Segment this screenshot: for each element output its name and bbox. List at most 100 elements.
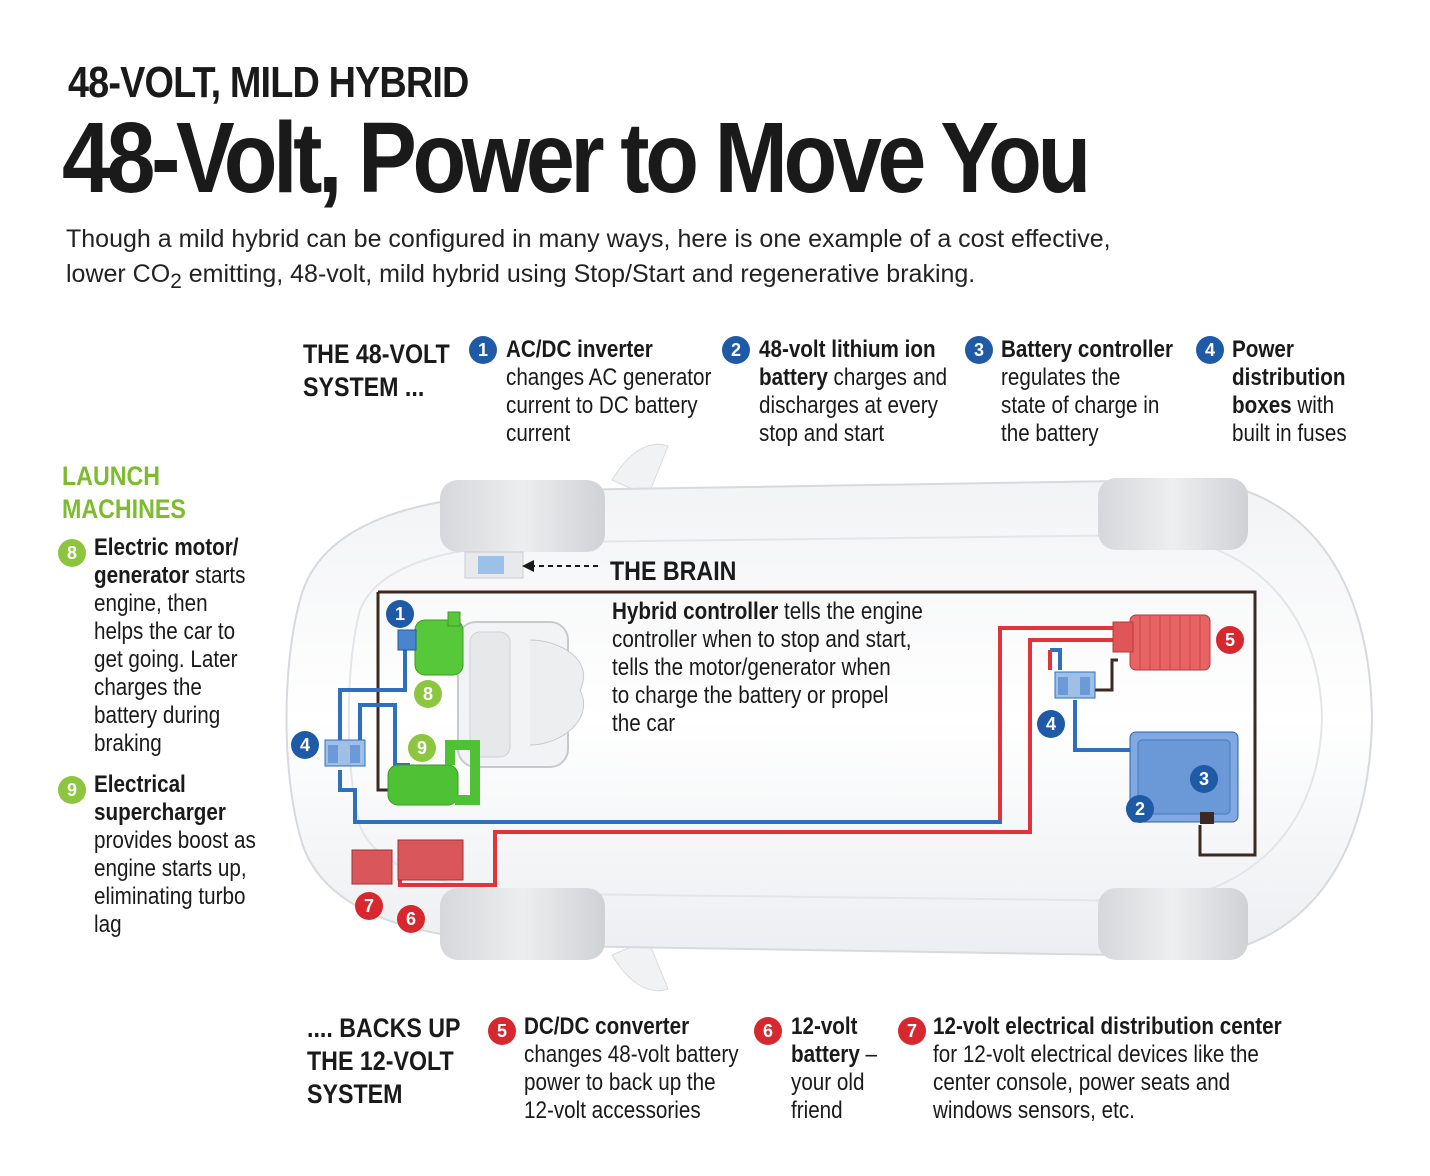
label-12v-battery: 12-volt battery – your old friend <box>791 1013 877 1125</box>
badge-1: 1 <box>469 336 497 364</box>
wire-12v-up <box>998 626 1118 820</box>
tire-rear-left <box>1098 478 1248 550</box>
label-12v-distribution-center: 12-volt electrical distribution center f… <box>933 1013 1282 1125</box>
motor-generator-cap <box>447 611 461 627</box>
label-2-line: discharges at every <box>759 392 938 419</box>
inverter <box>397 629 417 651</box>
label-4-title-c: boxes <box>1232 392 1292 419</box>
label-9-line: lag <box>94 911 122 938</box>
marker-8: 8 <box>414 680 442 708</box>
brain-heading: THE BRAIN <box>610 556 737 586</box>
label-8-line: battery during <box>94 702 221 729</box>
tire-front-right <box>440 888 605 960</box>
label-9-line: eliminating turbo <box>94 883 246 910</box>
label-9-line: provides boost as <box>94 827 256 854</box>
label-2-line: stop and start <box>759 420 885 447</box>
label-power-distribution: Power distribution boxes with built in f… <box>1232 336 1347 448</box>
section-12v-heading: .... BACKS UP THE 12-VOLT SYSTEM <box>307 1012 461 1111</box>
label-5-line: power to back up the <box>524 1069 716 1096</box>
section-48v-heading-line-2: SYSTEM ... <box>303 372 425 402</box>
tire-front-left <box>440 480 605 552</box>
label-6-rest: – <box>859 1041 878 1068</box>
brain-title: Hybrid controller <box>612 598 779 625</box>
label-9-title: Electrical <box>94 771 186 798</box>
wire-12v-main <box>398 638 1118 887</box>
engine-manifold <box>529 639 585 746</box>
badge-7: 7 <box>898 1017 926 1045</box>
supercharger-duct <box>445 740 480 805</box>
lithium-battery <box>1129 731 1239 824</box>
marker-7: 7 <box>355 892 383 920</box>
label-4-line: built in fuses <box>1232 420 1347 447</box>
control-wire-engine <box>376 590 522 792</box>
label-8-rest: starts <box>189 562 246 589</box>
label-8-title: Electric motor/ <box>94 534 239 561</box>
section-12v-heading-line-1: .... BACKS UP <box>307 1013 461 1043</box>
wire-48v-main <box>338 640 1002 824</box>
control-wire-converter <box>1085 658 1118 692</box>
label-6-title: 12-volt <box>791 1013 858 1040</box>
badge-5: 5 <box>488 1017 516 1045</box>
tire-rear-right <box>1098 888 1248 960</box>
section-12v-heading-line-2: THE 12-VOLT <box>307 1046 454 1076</box>
brain-line: the car <box>612 710 676 737</box>
dcdc-converter <box>1112 614 1211 671</box>
intro-text: Though a mild hybrid can be configured i… <box>66 222 1386 299</box>
label-8-line: charges the <box>94 674 202 701</box>
label-5-line: changes 48-volt battery <box>524 1041 739 1068</box>
distribution-box-rear <box>1054 671 1096 699</box>
label-1-line: current <box>506 420 571 447</box>
label-7-title: 12-volt electrical distribution center <box>933 1013 1282 1040</box>
brain-rest: tells the engine <box>778 598 923 625</box>
label-8-line: helps the car to <box>94 618 236 645</box>
label-3-line: state of charge in <box>1001 392 1160 419</box>
badge-2: 2 <box>722 336 750 364</box>
label-lithium-battery: 48-volt lithium ion battery charges and … <box>759 336 947 448</box>
brain-line: to charge the battery or propel <box>612 682 889 709</box>
label-5-line: 12-volt accessories <box>524 1097 701 1124</box>
label-8-line: get going. Later <box>94 646 238 673</box>
launch-heading: LAUNCH MACHINES <box>62 460 186 526</box>
label-hybrid-controller: Hybrid controller tells the engine contr… <box>612 598 923 738</box>
distribution-box-front <box>324 739 366 767</box>
mirror-bottom <box>611 939 669 992</box>
badge-6: 6 <box>754 1017 782 1045</box>
label-8-line: braking <box>94 730 162 757</box>
section-48v-heading: THE 48-VOLT SYSTEM ... <box>303 338 450 404</box>
label-battery-controller: Battery controller regulates the state o… <box>1001 336 1173 448</box>
engine-head <box>469 631 511 758</box>
label-2-rest: charges and <box>827 364 948 391</box>
control-wire <box>522 590 1257 857</box>
label-3-line: regulates the <box>1001 364 1121 391</box>
mirror-top <box>611 443 669 497</box>
marker-5: 5 <box>1216 626 1244 654</box>
battery-12v <box>397 839 464 881</box>
section-12v-heading-line-3: SYSTEM <box>307 1079 403 1109</box>
marker-9: 9 <box>408 734 436 762</box>
label-7-line: for 12-volt electrical devices like the <box>933 1041 1259 1068</box>
label-dcdc-converter: DC/DC converter changes 48-volt battery … <box>524 1013 739 1125</box>
label-7-line: windows sensors, etc. <box>933 1097 1135 1124</box>
brain-pointer-arrow <box>522 560 534 572</box>
label-1-line: changes AC generator <box>506 364 712 391</box>
label-1-line: current to DC battery <box>506 392 698 419</box>
label-motor-generator: Electric motor/ generator starts engine,… <box>94 534 245 758</box>
kicker: 48-VOLT, MILD HYBRID <box>68 58 469 107</box>
label-4-title-b: distribution <box>1232 364 1346 391</box>
hybrid-controller-chip <box>478 556 504 574</box>
label-7-line: center console, power seats and <box>933 1069 1231 1096</box>
launch-heading-line-1: LAUNCH <box>62 461 161 491</box>
label-6-line: friend <box>791 1097 843 1124</box>
label-2-title: 48-volt lithium ion <box>759 336 936 363</box>
label-8-line: engine, then <box>94 590 208 617</box>
brain-line: tells the motor/generator when <box>612 654 891 681</box>
label-supercharger: Electrical supercharger provides boost a… <box>94 771 256 939</box>
label-8-title-b: generator <box>94 562 190 589</box>
label-3-line: the battery <box>1001 420 1099 447</box>
badge-8: 8 <box>58 539 86 567</box>
label-9-line: engine starts up, <box>94 855 247 882</box>
marker-6: 6 <box>397 905 425 933</box>
label-ac-dc-inverter: AC/DC inverter changes AC generator curr… <box>506 336 711 448</box>
marker-4-front: 4 <box>291 731 319 759</box>
